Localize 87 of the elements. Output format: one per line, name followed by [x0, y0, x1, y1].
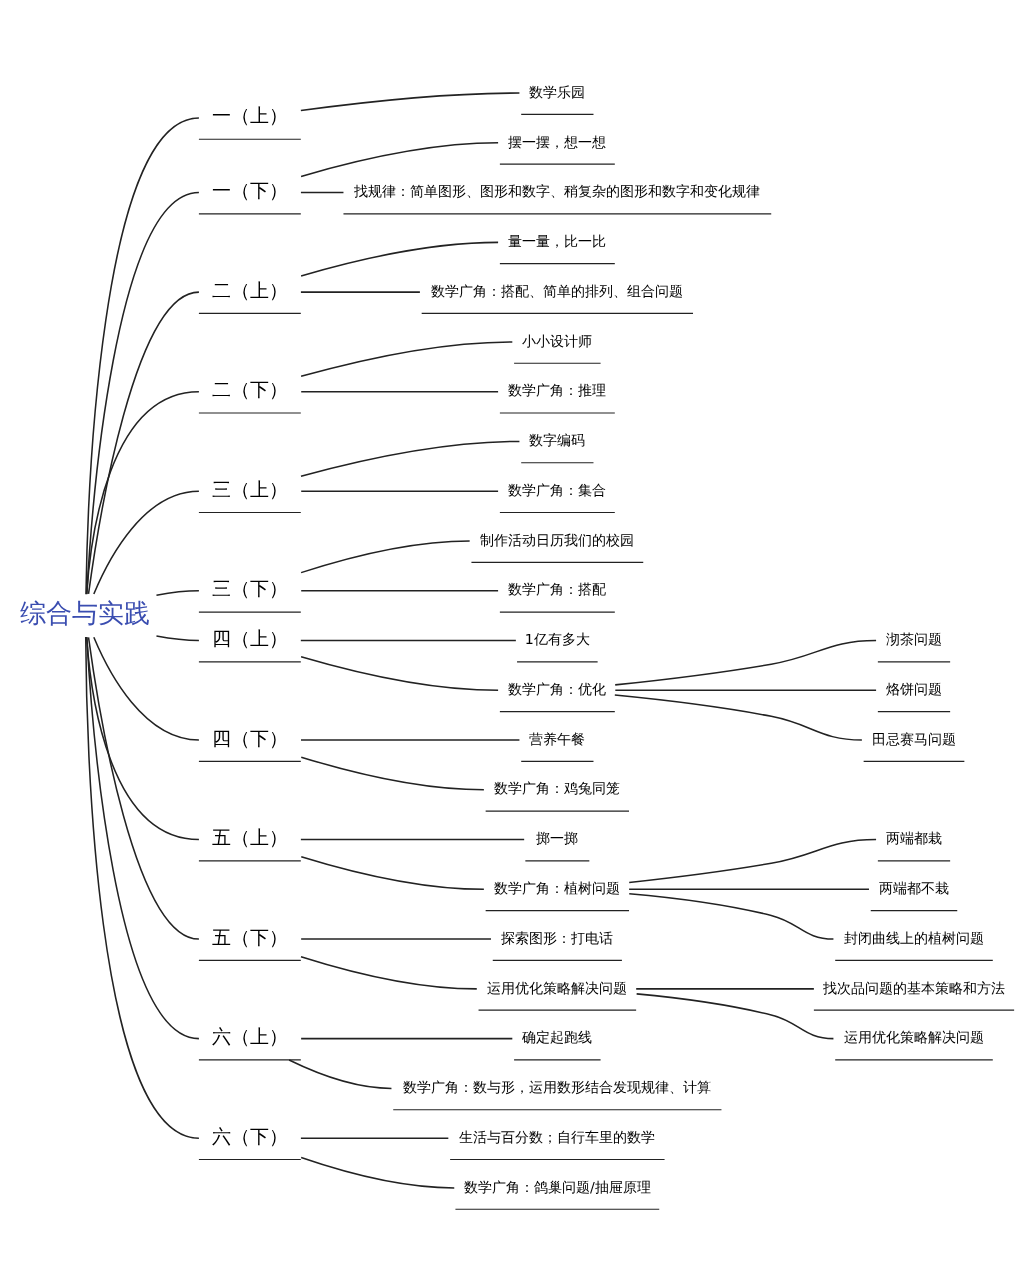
connector	[635, 987, 815, 990]
connector	[300, 241, 499, 277]
connector	[300, 390, 499, 392]
node-text: 四（上）	[211, 627, 288, 649]
node-text: 找规律：简单图形、图形和数字、稍复杂的图形和数字和变化规律	[354, 182, 761, 199]
connector	[300, 838, 525, 840]
node-text: 小小设计师	[522, 332, 593, 349]
node-text: 六（上）	[211, 1025, 288, 1047]
connector	[300, 589, 499, 591]
node-text: 数学广角：鸡兔同笼	[494, 779, 621, 796]
connector	[300, 855, 485, 890]
connector	[300, 955, 478, 990]
node-text: 一（下）	[211, 179, 288, 201]
node-text: 五（上）	[211, 826, 288, 848]
node-text: 田忌赛马问题	[872, 730, 956, 747]
connector	[300, 539, 471, 573]
node-text: 数学广角：搭配、简单的排列、组合问题	[431, 282, 684, 299]
node-text: 掷一掷	[536, 829, 579, 846]
node-text: 运用优化策略解决问题	[487, 979, 628, 996]
connector	[300, 1037, 514, 1039]
connector	[300, 440, 521, 477]
connector	[628, 892, 835, 940]
connector	[93, 636, 200, 741]
node-text: 四（下）	[211, 727, 288, 749]
node-text: 三（下）	[211, 577, 288, 599]
node-text: 两端都栽	[886, 829, 942, 846]
node-text: 综合与实践	[19, 598, 150, 628]
node-text: 找次品问题的基本策略和方法	[823, 979, 1005, 996]
node-text: 三（上）	[211, 478, 288, 500]
connector	[155, 634, 200, 641]
connector	[300, 91, 521, 111]
connector	[86, 191, 200, 595]
node-text: 数学乐园	[529, 83, 586, 100]
node-text: 烙饼问题	[886, 680, 942, 697]
connector	[300, 191, 345, 193]
node-text: 探索图形：打电话	[501, 929, 614, 946]
connector	[635, 992, 835, 1039]
connector	[628, 838, 877, 883]
node-text: 数学广角：推理	[508, 381, 607, 398]
node-text: 确定起跑线	[522, 1028, 593, 1045]
node-text: 量一量，比一比	[508, 232, 607, 249]
connector	[288, 1058, 393, 1089]
node-text: 数字编码	[529, 431, 586, 448]
node-text: 五（下）	[211, 926, 288, 948]
connector	[87, 290, 200, 595]
connector	[93, 489, 200, 595]
node-text: 一（上）	[211, 104, 288, 126]
connector	[614, 639, 877, 686]
node-text: 沏茶问题	[886, 630, 942, 647]
connector	[155, 589, 200, 596]
node-text: 数学广角：优化	[508, 680, 607, 697]
connector	[300, 655, 499, 691]
connector	[300, 489, 499, 492]
connector	[86, 635, 200, 1039]
connector	[85, 635, 200, 840]
connector	[300, 937, 492, 940]
node-text: 数学广角：植树问题	[494, 879, 621, 896]
connector	[300, 141, 499, 177]
node-text: 生活与百分数；自行车里的数学	[459, 1128, 656, 1145]
node-text: 二（下）	[211, 378, 288, 400]
connector	[300, 1156, 455, 1189]
connector	[85, 390, 200, 595]
node-text: 两端都不栽	[879, 879, 949, 896]
connector	[300, 738, 521, 741]
node-text: 制作活动日历我们的校园	[480, 531, 635, 548]
node-text: 数学广角：搭配	[508, 580, 607, 597]
node-text: 运用优化策略解决问题	[844, 1028, 984, 1045]
node-text: 封闭曲线上的植树问题	[844, 929, 984, 946]
connector	[300, 639, 517, 641]
node-text: 二（上）	[211, 279, 288, 301]
connector	[87, 636, 200, 940]
connector	[614, 689, 877, 691]
connector	[300, 290, 421, 293]
connector	[300, 755, 485, 791]
connector	[84, 635, 200, 1139]
node-text: 数学广角：集合	[508, 481, 607, 498]
node-text: 数学广角：数与形，运用数形结合发现规律、计算	[403, 1078, 712, 1095]
connector	[628, 888, 870, 890]
node-text: 1亿有多大	[524, 630, 590, 647]
connector	[85, 116, 200, 595]
connector	[300, 1136, 450, 1139]
node-text: 六（下）	[211, 1125, 288, 1147]
node-text: 数学广角：鸽巢问题/抽屉原理	[463, 1178, 651, 1195]
node-text: 摆一摆，想一想	[508, 133, 607, 150]
connector	[614, 693, 863, 741]
connector	[300, 340, 514, 377]
node-text: 营养午餐	[529, 730, 586, 747]
